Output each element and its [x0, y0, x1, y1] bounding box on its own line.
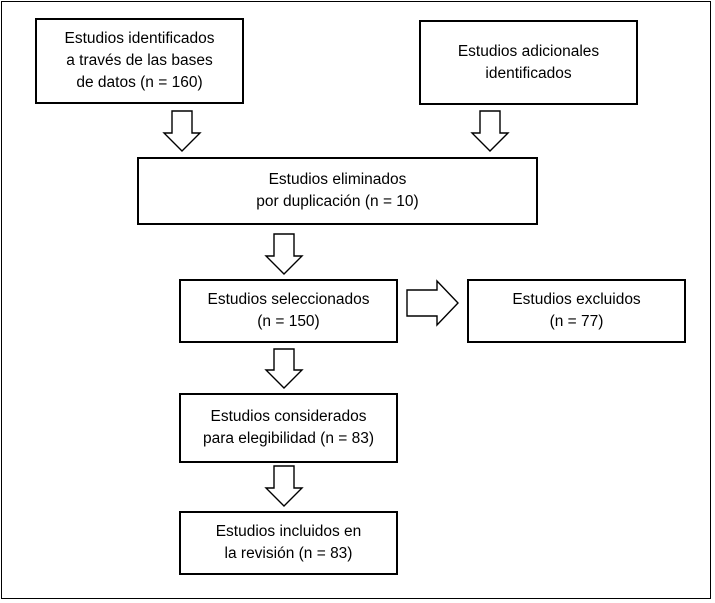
box-identified-databases: Estudios identificados a través de las b…	[35, 18, 244, 104]
box-line: a través de las bases	[66, 52, 213, 69]
box-eligibility: Estudios considerados para elegibilidad …	[179, 393, 398, 463]
box-duplicates-removed: Estudios eliminados por duplicación (n =…	[137, 157, 538, 225]
box-selected: Estudios seleccionados (n = 150)	[179, 279, 398, 343]
down-arrow-3	[264, 233, 304, 275]
box-line: identificados	[485, 64, 572, 82]
box-line: para elegibilidad (n = 83)	[202, 430, 375, 447]
box-line: Estudios seleccionados	[207, 291, 370, 308]
box-line: Estudios identificados	[64, 30, 215, 47]
down-arrow-2	[470, 110, 510, 152]
down-arrow-4	[264, 348, 304, 389]
box-line: Estudios excluidos	[512, 291, 641, 308]
box-additional-identified: Estudios adicionales identificados	[419, 20, 638, 105]
box-line: Estudios incluidos en	[215, 523, 362, 540]
box-included: Estudios incluidos en la revisión (n = 8…	[179, 511, 398, 575]
box-line: de datos (n = 160)	[76, 74, 203, 91]
box-excluded: Estudios excluidos (n = 77)	[467, 279, 686, 343]
right-arrow	[406, 279, 459, 327]
box-line: Estudios considerados	[210, 408, 367, 425]
box-line: (n = 150)	[257, 313, 320, 330]
down-arrow-5	[264, 465, 304, 507]
down-arrow-1	[162, 110, 202, 152]
box-line: la revisión (n = 83)	[224, 545, 353, 562]
box-line: por duplicación (n = 10)	[256, 193, 419, 210]
box-line: Estudios adicionales	[457, 42, 600, 60]
box-line: (n = 77)	[549, 313, 604, 330]
box-line: Estudios eliminados	[268, 171, 407, 188]
